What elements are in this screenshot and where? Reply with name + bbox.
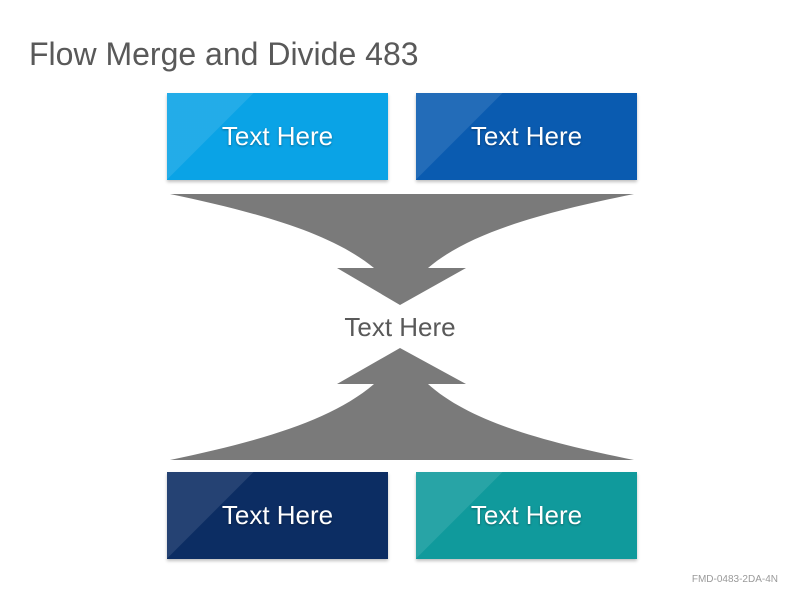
bottom-left-box-label: Text Here xyxy=(221,500,334,530)
divide-arrow-up xyxy=(170,348,634,460)
slide-code: FMD-0483-2DA-4N xyxy=(691,574,778,585)
top-right-box-label: Text Here xyxy=(470,121,583,151)
merge-arrow-down xyxy=(170,194,634,305)
bottom-left-box[interactable]: Text Here xyxy=(167,472,388,559)
center-label: Text Here xyxy=(344,312,456,342)
top-right-box[interactable]: Text Here xyxy=(416,93,637,180)
top-left-box-label: Text Here xyxy=(221,121,334,151)
slide-title: Flow Merge and Divide 483 xyxy=(29,36,419,72)
bottom-right-box-label: Text Here xyxy=(470,500,583,530)
top-left-box[interactable]: Text Here xyxy=(167,93,388,180)
bottom-right-box[interactable]: Text Here xyxy=(416,472,637,559)
